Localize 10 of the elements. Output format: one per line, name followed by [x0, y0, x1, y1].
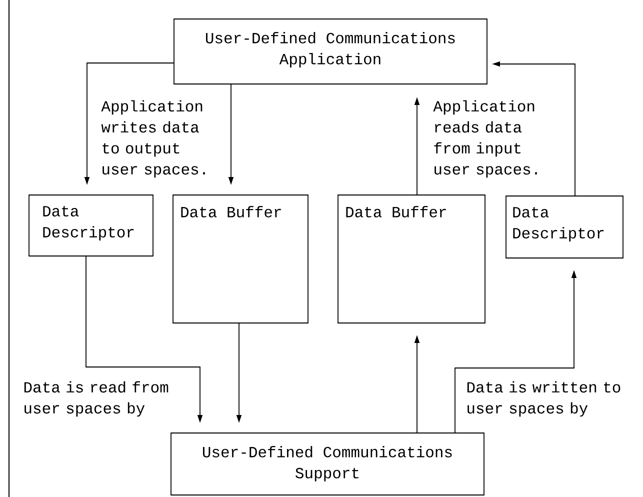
- note-text: Application writes data to output user spaces.: [101, 100, 205, 178]
- note-text: Data is read from user spaces by: [24, 381, 168, 417]
- descriptor-box: Data Descriptor: [506, 196, 624, 258]
- note-text: Application reads data from input user spaces.: [433, 100, 537, 178]
- process-box: User-Defined Communications Application: [174, 18, 488, 84]
- note-text: Data is written to user spaces by: [467, 381, 620, 417]
- descriptor-box: Data Descriptor: [28, 194, 154, 256]
- process-box: User-Defined Communications Support: [170, 432, 484, 496]
- buffer-box: Data Buffer: [338, 194, 486, 324]
- buffer-box: Data Buffer: [172, 194, 308, 324]
